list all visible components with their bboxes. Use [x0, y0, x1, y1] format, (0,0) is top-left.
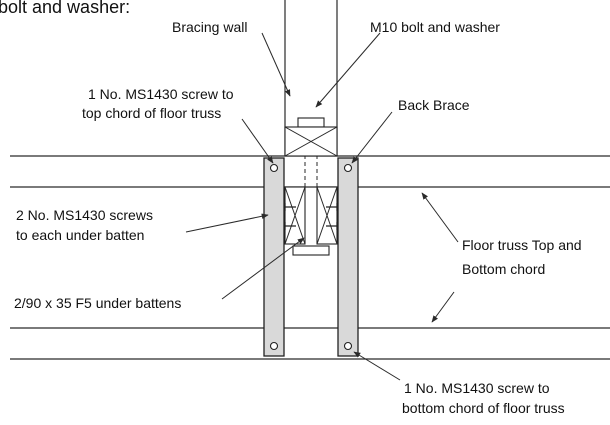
- back-brace-left: [263, 157, 285, 357]
- label-screw-top-chord-1: 1 No. MS1430 screw to: [88, 86, 234, 102]
- under-batten-right: [316, 186, 338, 245]
- label-screw-bottom-chord-1: 1 No. MS1430 screw to: [404, 380, 550, 396]
- heading-fragment: bolt and washer:: [0, 0, 130, 17]
- label-under-battens: 2/90 x 35 F5 under battens: [14, 295, 181, 311]
- floor-truss-bottom-chord: [10, 327, 610, 360]
- label-floor-truss-2: Bottom chord: [462, 261, 545, 277]
- label-m10-bolt-washer: M10 bolt and washer: [370, 19, 500, 35]
- under-batten-left: [284, 186, 306, 245]
- label-bracing-wall: Bracing wall: [172, 19, 247, 35]
- leader-lines: [185, 32, 459, 381]
- label-screw-bottom-chord-2: bottom chord of floor truss: [402, 400, 565, 416]
- label-screw-top-chord-2: top chord of floor truss: [82, 105, 221, 121]
- bolt-block-upper: [284, 126, 338, 157]
- label-back-brace: Back Brace: [398, 97, 470, 113]
- back-brace-right: [337, 157, 359, 357]
- label-floor-truss-1: Floor truss Top and: [462, 237, 582, 253]
- label-batten-screws-1: 2 No. MS1430 screws: [16, 207, 153, 223]
- floor-truss-top-chord: [10, 155, 610, 188]
- label-batten-screws-2: to each under batten: [16, 227, 144, 243]
